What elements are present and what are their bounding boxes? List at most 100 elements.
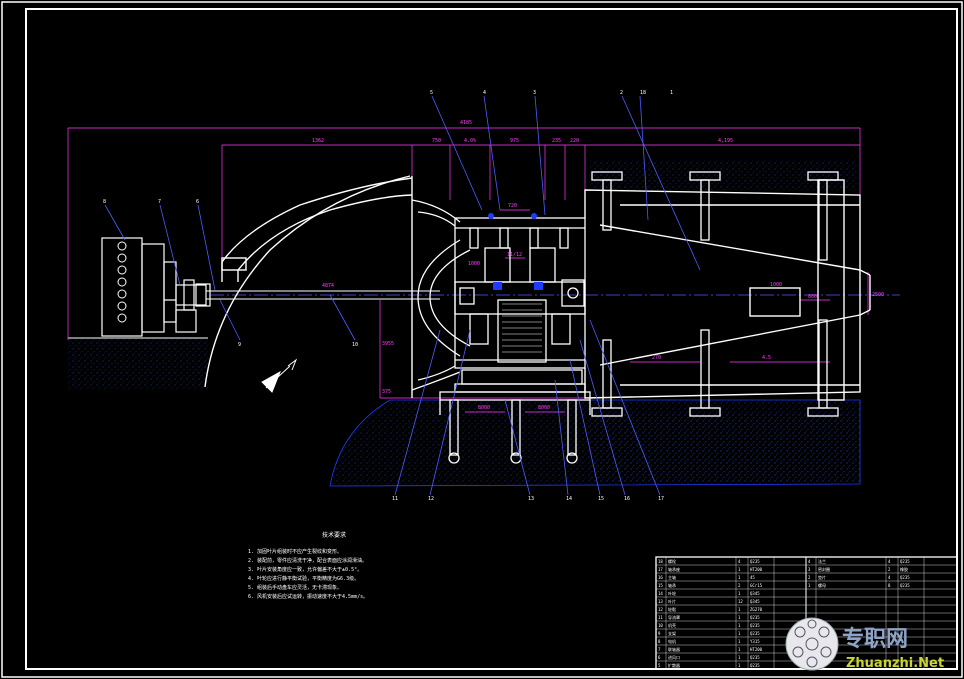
part-label-6: 6	[196, 199, 199, 205]
part-label-13: 13	[528, 496, 534, 502]
part-label-17: 17	[658, 496, 664, 502]
title-block-cell: Q345	[750, 591, 760, 596]
dim-k: 4.5	[762, 355, 771, 361]
part-label-1: 1	[670, 90, 673, 96]
dim-right-span: 4,195	[718, 138, 733, 144]
title-block-cell: Y315	[750, 639, 760, 644]
title-block-cell: 2	[808, 575, 811, 580]
title-block-cell: Q235	[900, 575, 910, 580]
title-block-cell: 16	[658, 575, 663, 580]
impeller-lines	[502, 303, 542, 353]
fan-casing	[454, 217, 586, 393]
part-label-3: 3	[533, 90, 536, 96]
title-block-cell: 2	[888, 567, 891, 572]
base-legs	[439, 391, 591, 464]
title-block-cell: 导流罩	[668, 614, 680, 620]
title-block-cell: 1	[738, 647, 741, 652]
title-block-cell: GCr15	[750, 583, 763, 588]
part-label-15: 15	[598, 496, 604, 502]
drive-shaft	[206, 290, 440, 300]
title-block-cell: Q235	[750, 663, 760, 668]
watermark: 专职网 Zhuanzhi.Net	[785, 617, 944, 671]
part-label-11: 11	[392, 496, 398, 502]
title-block-cell: Q235	[750, 559, 760, 564]
title-block-cell: 1	[738, 639, 741, 644]
title-block-cell: 4	[888, 575, 891, 580]
part-label-4: 4	[483, 90, 486, 96]
dim-base-b: 8000	[538, 405, 550, 411]
dim-height-mid: 375	[382, 389, 391, 395]
tech-note-3: 3. 叶片安装角度应一致，允许偏差不大于±0.5°。	[248, 566, 362, 573]
dim-shaft: 4874	[322, 283, 334, 289]
title-block-cell: 2	[738, 583, 741, 588]
title-block-cell: 1	[738, 655, 741, 660]
title-block-cell: 18	[658, 559, 663, 564]
title-block-cell: 8	[888, 583, 891, 588]
part-label-10: 10	[352, 342, 358, 348]
title-block-cell: 扩散器	[668, 662, 680, 668]
part-label-16: 16	[624, 496, 630, 502]
title-block-cell: 4	[888, 559, 891, 564]
dim-j: 270	[652, 355, 661, 361]
title-block-cell: HT200	[750, 567, 763, 572]
title-block-cell: 橡胶	[900, 566, 908, 572]
part-label-7: 7	[158, 199, 161, 205]
title-block-cell: 法兰	[818, 558, 826, 564]
title-block-cell: 14	[658, 591, 663, 596]
dim-overall: 4185	[460, 120, 472, 126]
title-block-cell: 轴承	[668, 582, 676, 588]
dim-hub: 1000	[468, 261, 480, 267]
title-block-cell: 轮毂	[668, 606, 676, 612]
title-block-cell: 主轴	[668, 574, 676, 580]
title-block-cell: 13	[658, 599, 663, 604]
part-label-8: 8	[103, 199, 106, 205]
dim-h: 1000	[770, 282, 782, 288]
dim-e: 220	[570, 138, 579, 144]
title-block-cell: 7	[658, 647, 661, 652]
globe-logo-pattern-icon	[792, 619, 832, 668]
title-block-cell: 1	[808, 583, 811, 588]
title-block-cell: 17	[658, 567, 663, 572]
tech-notes: 技术要求 1. 加固叶片组装时不应产生裂纹和变形。 2. 装配前，零件应清洗干净…	[248, 531, 368, 600]
title-block-cell: Q345	[750, 599, 760, 604]
motor-assembly	[101, 237, 211, 337]
title-block-cell: 3	[808, 567, 811, 572]
title-block-cell: 联轴器	[668, 646, 680, 652]
dim-d: 235	[552, 138, 561, 144]
title-block-cell: 叶轮	[668, 590, 676, 596]
title-block-cell: 1	[738, 607, 741, 612]
title-block-cell: 1	[738, 615, 741, 620]
blade-tips	[488, 213, 543, 290]
title-block-cell: 12	[738, 599, 743, 604]
title-block-cell: 垫片	[818, 574, 826, 580]
title-block-cell: Q235	[900, 559, 910, 564]
title-block-cell: 1	[738, 663, 741, 668]
dim-g: 11/12	[507, 252, 522, 258]
dim-a: 750	[432, 138, 441, 144]
title-block-cell: 9	[658, 631, 661, 636]
title-block-cell: Q235	[750, 631, 760, 636]
inlet-duct	[204, 175, 413, 398]
dim-f: 720	[508, 203, 517, 209]
dim-i: 800	[808, 294, 817, 300]
part-label-5: 5	[430, 90, 433, 96]
title-block-cell: 1	[738, 631, 741, 636]
watermark-en: Zhuanzhi.Net	[846, 656, 944, 671]
motor-cooling-fins	[117, 241, 127, 323]
title-block-cell: 4	[808, 559, 811, 564]
part-label-2: 2	[620, 90, 623, 96]
title-block-cell: 1	[738, 567, 741, 572]
part-label-9: 9	[238, 342, 241, 348]
dim-height-left: 3955	[382, 341, 394, 347]
title-block-cell: 1	[738, 591, 741, 596]
title-block-cell: 螺母	[818, 582, 826, 588]
part-label-14: 14	[566, 496, 572, 502]
title-block-cell: 5	[658, 663, 661, 668]
part-label-18: 18	[640, 90, 646, 96]
title-block-cell: ZG270	[750, 607, 763, 612]
title-block-cell: 1	[738, 575, 741, 580]
title-block-cell: Q235	[900, 583, 910, 588]
title-block-cell: 轴承座	[668, 566, 680, 572]
